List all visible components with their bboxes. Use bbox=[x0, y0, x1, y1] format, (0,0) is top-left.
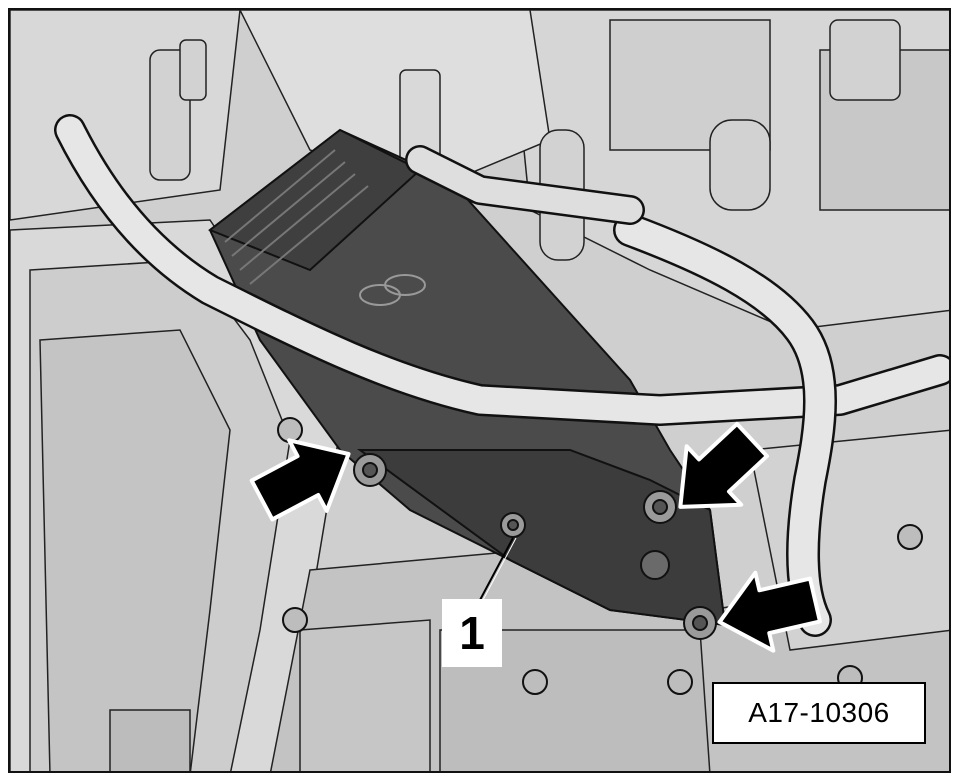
left-bolt-arrow bbox=[249, 438, 351, 522]
connectors-top bbox=[149, 19, 901, 261]
figure-reference-id: A17-10306 bbox=[712, 682, 926, 744]
callout-label-1: 1 bbox=[442, 599, 502, 667]
upper-right-bolt-arrow bbox=[678, 421, 770, 509]
oil-filter-housing bbox=[207, 128, 727, 627]
callout-leader-line bbox=[479, 537, 514, 601]
coolant-hoses bbox=[54, 114, 949, 637]
engine-bay-illustration bbox=[10, 10, 949, 771]
bolts bbox=[277, 417, 923, 695]
lower-right-bolt-arrow bbox=[717, 570, 822, 653]
illustration-frame: 1 A17-10306 bbox=[8, 8, 951, 773]
